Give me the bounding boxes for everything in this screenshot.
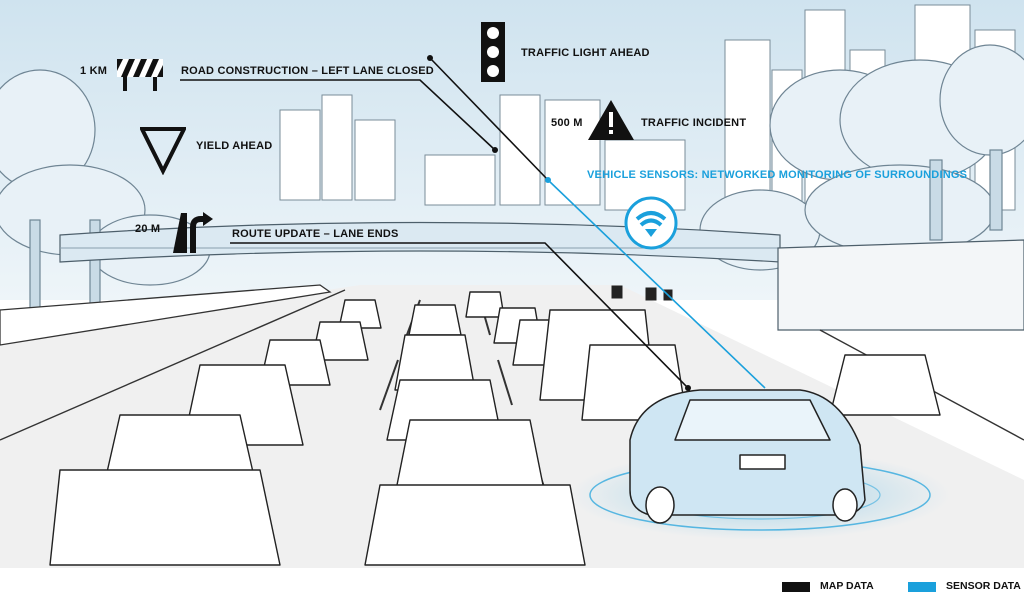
traffic-light-label: TRAFFIC LIGHT AHEAD	[521, 47, 650, 59]
vehicle-sensors-label: VEHICLE SENSORS: NETWORKED MONITORING OF…	[587, 169, 968, 181]
legend-label-sensor-data: SENSOR DATA	[946, 580, 1021, 592]
leader-sensor	[547, 179, 766, 389]
leader-route-update	[230, 242, 689, 389]
left-shoulder	[0, 284, 332, 346]
traffic-light-icon	[481, 22, 505, 82]
legend-label-map-data: MAP DATA	[820, 580, 874, 592]
sensor-wave-icon	[624, 196, 678, 250]
legend-swatch-sensor-data	[908, 582, 936, 592]
route-update-distance: 20 M	[135, 223, 161, 235]
route-update-label: ROUTE UPDATE – LANE ENDS	[232, 228, 399, 240]
yield-sign-icon	[140, 127, 186, 175]
legend-swatch-map-data	[782, 582, 810, 592]
leader-traffic-light	[429, 57, 549, 181]
right-wall	[777, 239, 1024, 331]
yield-label: YIELD AHEAD	[196, 140, 273, 152]
legend: MAP DATA SENSOR DATA	[0, 568, 1024, 606]
leader-dots	[427, 55, 691, 391]
traffic-incident-distance: 500 M	[551, 117, 583, 129]
road-construction-distance: 1 KM	[80, 65, 108, 77]
road-construction-label: ROAD CONSTRUCTION – LEFT LANE CLOSED	[181, 65, 434, 77]
traffic-cars	[49, 291, 941, 566]
ego-car	[629, 389, 866, 524]
lane-ends-icon	[173, 212, 213, 253]
highway-scene	[0, 0, 1024, 568]
warning-triangle-icon	[588, 100, 634, 140]
trees	[0, 44, 1024, 316]
leader-road-construction	[180, 79, 496, 151]
barrier-icon	[117, 59, 163, 91]
traffic-incident-label: TRAFFIC INCIDENT	[641, 117, 747, 129]
leader-lines	[180, 57, 766, 389]
